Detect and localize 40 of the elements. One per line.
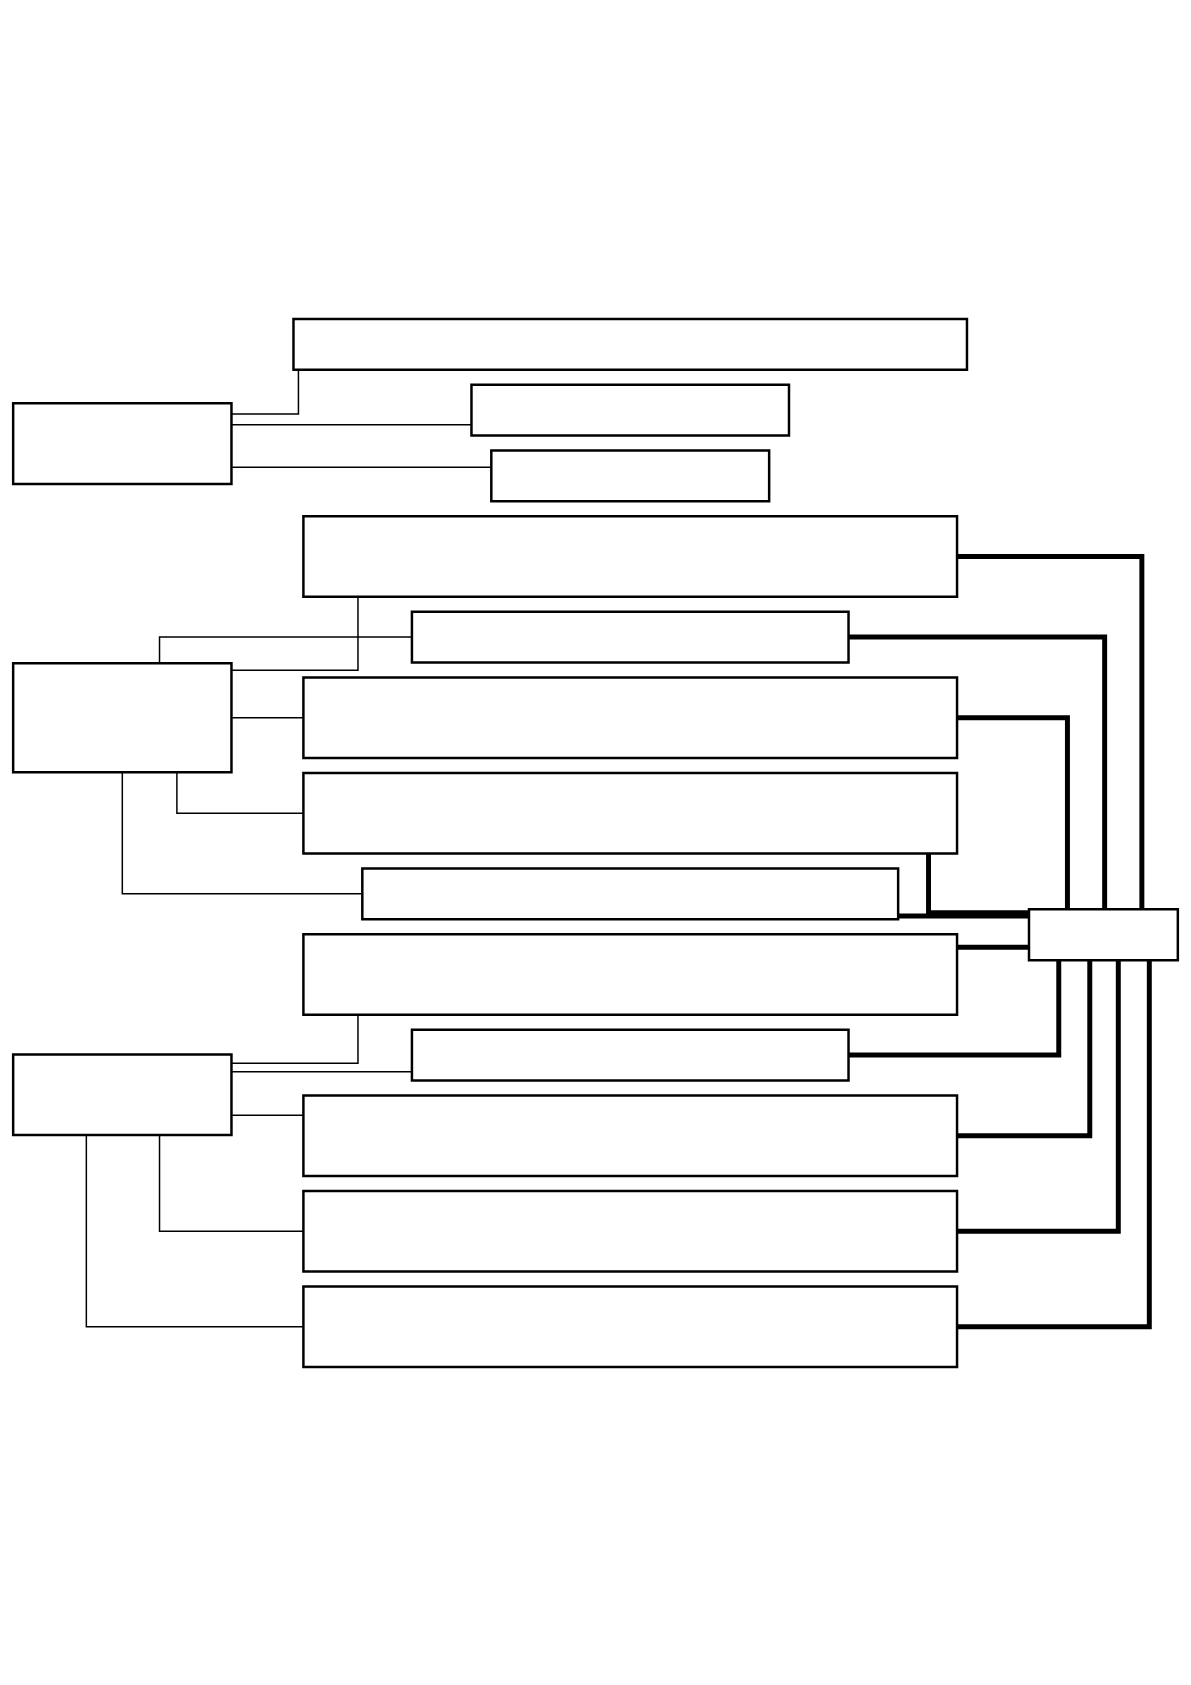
node-box <box>11 401 233 485</box>
connector <box>898 913 1029 918</box>
connector <box>230 1013 359 1064</box>
node-box <box>302 1093 959 1177</box>
connector <box>957 960 1152 1329</box>
node-box <box>302 675 959 759</box>
connector <box>176 771 304 814</box>
node-box <box>302 771 959 855</box>
connector <box>158 635 413 664</box>
connector <box>957 714 1070 909</box>
connector <box>957 553 1145 909</box>
connector <box>230 465 492 468</box>
node-box <box>302 1189 959 1273</box>
connector <box>848 959 1062 1058</box>
node-box <box>302 1284 959 1368</box>
connector <box>926 853 1029 915</box>
node-box <box>361 866 900 920</box>
node-box <box>410 609 850 664</box>
connector <box>230 423 472 426</box>
connector <box>230 1114 304 1116</box>
node-box <box>490 448 771 503</box>
node-box <box>302 932 959 1016</box>
connector <box>230 716 304 718</box>
connector <box>957 960 1121 1234</box>
connector <box>231 368 300 415</box>
node-box <box>11 661 233 774</box>
node-box <box>11 1052 233 1136</box>
node-box <box>1027 907 1180 961</box>
node-box <box>470 382 791 437</box>
node-box <box>302 514 959 598</box>
connector <box>121 771 363 895</box>
connector <box>230 595 359 671</box>
connector <box>85 1133 304 1327</box>
connector <box>957 944 1029 950</box>
connector <box>158 1134 305 1232</box>
connector <box>957 959 1093 1138</box>
node-box <box>410 1027 850 1082</box>
connector <box>848 634 1108 909</box>
connector <box>230 1070 413 1073</box>
node-box <box>292 317 969 371</box>
